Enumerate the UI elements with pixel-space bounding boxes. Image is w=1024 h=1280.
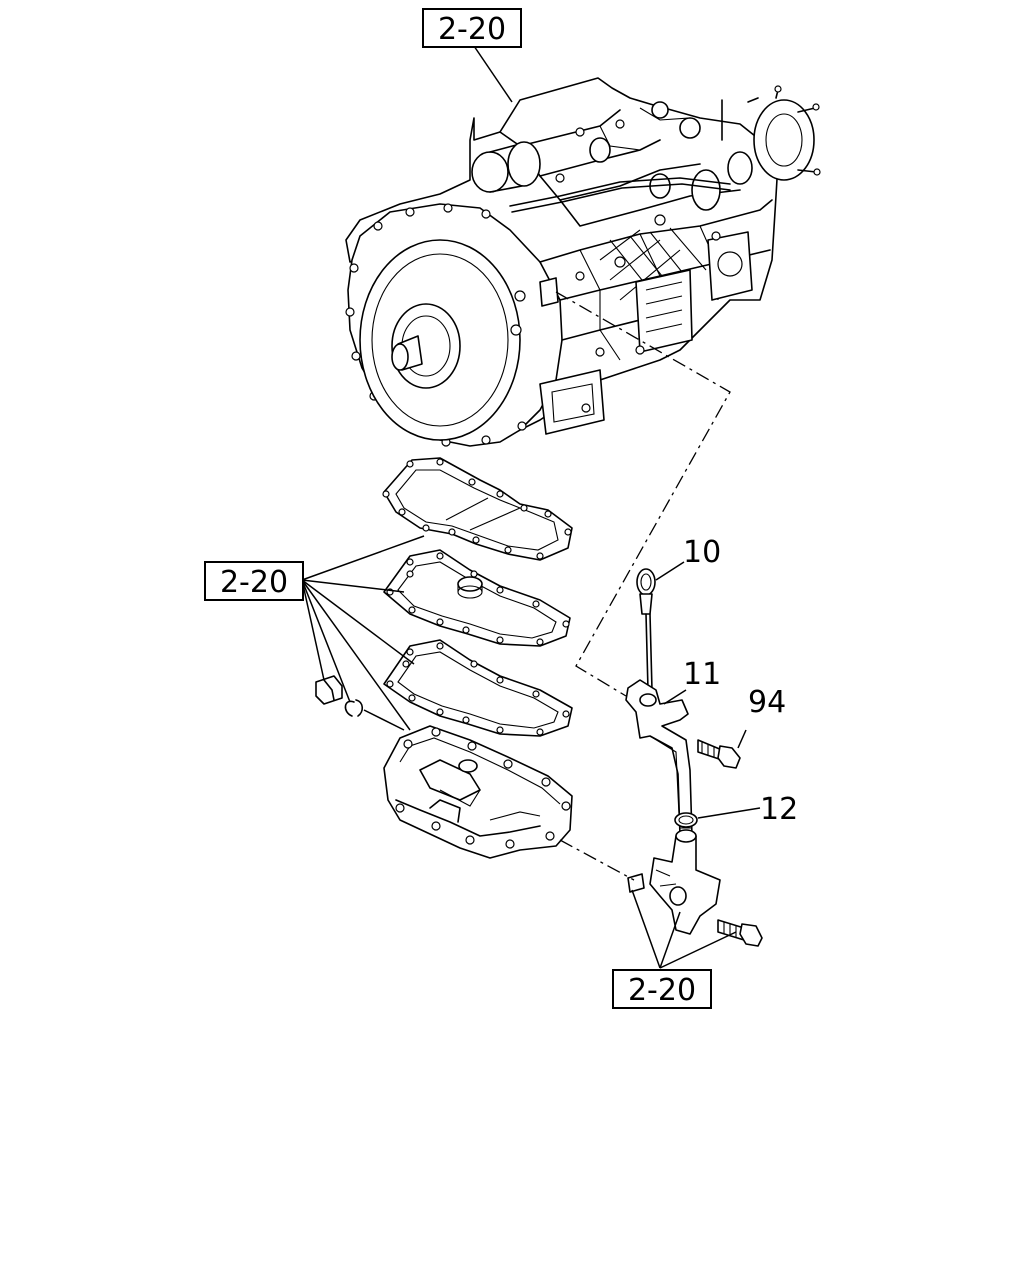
drain-plug (315, 675, 343, 705)
bolt-94 (697, 739, 741, 769)
gasket-upper (382, 457, 573, 561)
leader-lines (301, 45, 761, 969)
ref-label-left: 2-20 (220, 565, 288, 600)
part-number-10: 10 (683, 535, 721, 570)
gasket-lower (383, 639, 573, 737)
dipstick-10 (636, 568, 656, 691)
filler-bracket (627, 829, 721, 935)
part-number-12: 12 (760, 792, 798, 827)
ref-box-top: 2-20 (422, 8, 522, 48)
ref-box-left: 2-20 (204, 561, 304, 601)
gasket-middle (383, 549, 571, 647)
oil-pan (383, 725, 573, 859)
o-ring-12 (674, 812, 698, 828)
ref-label-top: 2-20 (438, 12, 506, 47)
transmission-assembly (345, 77, 821, 447)
snap-ring (344, 699, 364, 717)
ref-box-bottom: 2-20 (612, 969, 712, 1009)
part-number-94: 94 (748, 685, 786, 720)
bracket-bolt (717, 919, 763, 947)
ref-label-bottom: 2-20 (628, 973, 696, 1008)
part-number-11: 11 (683, 657, 721, 692)
